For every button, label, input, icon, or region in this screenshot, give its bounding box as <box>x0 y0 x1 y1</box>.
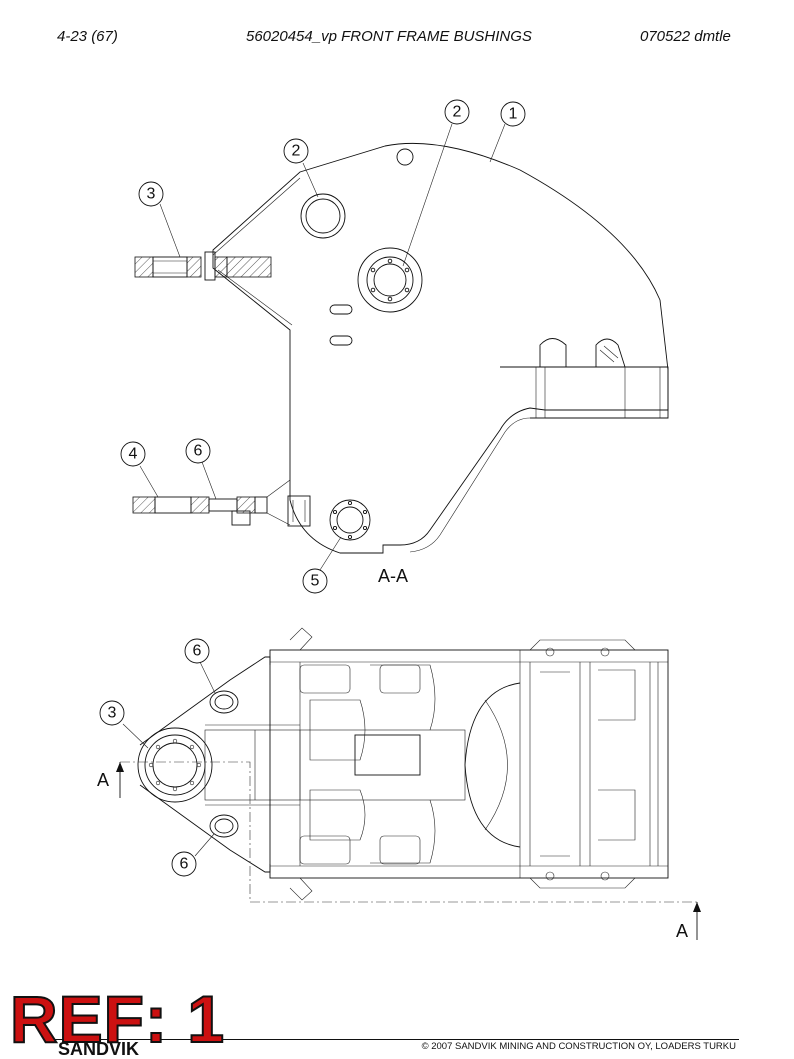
callout-3: 3 <box>99 700 125 726</box>
section-view-a-a: 1 2 2 3 4 6 5 A-A <box>120 99 669 594</box>
svg-text:6: 6 <box>194 443 203 460</box>
section-arrow-left <box>116 762 124 772</box>
ref-label: REF: 1 <box>9 982 226 1056</box>
bushing-2-bolted <box>357 247 423 313</box>
mount-plate <box>287 495 311 527</box>
slot-lower <box>329 335 353 346</box>
bushing-4-6-section <box>132 479 291 526</box>
bushing-6-lower <box>209 814 239 838</box>
slot-upper <box>329 304 353 315</box>
pivot-bushing-3 <box>137 727 213 803</box>
svg-text:3: 3 <box>147 186 156 203</box>
callout-2: 2 <box>283 138 309 164</box>
section-line <box>120 761 700 903</box>
rear-tube <box>500 338 669 419</box>
section-label: A-A <box>378 566 408 586</box>
section-arrow-right <box>693 902 701 912</box>
svg-text:3: 3 <box>108 705 117 722</box>
header-revision: 070522 dmtle <box>640 28 731 45</box>
bushing-6-upper <box>209 690 239 714</box>
header-page-number: 4-23 (67) <box>57 28 118 45</box>
header-title: 56020454_vp FRONT FRAME BUSHINGS <box>246 28 532 45</box>
svg-text:2: 2 <box>292 143 301 160</box>
section-mark-right: A <box>676 921 688 941</box>
frame-outline <box>212 142 669 554</box>
callout-2: 2 <box>444 99 470 125</box>
svg-text:5: 5 <box>311 573 320 590</box>
lifting-eye <box>396 148 414 166</box>
callout-5: 5 <box>302 568 328 594</box>
callout-4: 4 <box>120 441 146 467</box>
copyright-notice: © 2007 SANDVIK MINING AND CONSTRUCTION O… <box>421 1041 736 1052</box>
bushing-3-section <box>134 251 272 281</box>
svg-text:2: 2 <box>453 104 462 121</box>
callout-6: 6 <box>184 638 210 664</box>
bushing-5 <box>329 499 371 541</box>
plan-view: A A 6 3 6 <box>97 627 701 941</box>
svg-text:1: 1 <box>509 106 518 123</box>
bushing-2-upper <box>300 193 346 239</box>
callout-6: 6 <box>185 438 211 464</box>
svg-text:6: 6 <box>193 643 202 660</box>
footer-rule <box>55 1039 739 1040</box>
callout-6: 6 <box>171 851 197 877</box>
callout-3: 3 <box>138 181 164 207</box>
frame-body <box>269 649 669 879</box>
callout-1: 1 <box>500 101 526 127</box>
section-mark-left: A <box>97 770 109 790</box>
svg-text:4: 4 <box>129 446 138 463</box>
svg-text:6: 6 <box>180 856 189 873</box>
